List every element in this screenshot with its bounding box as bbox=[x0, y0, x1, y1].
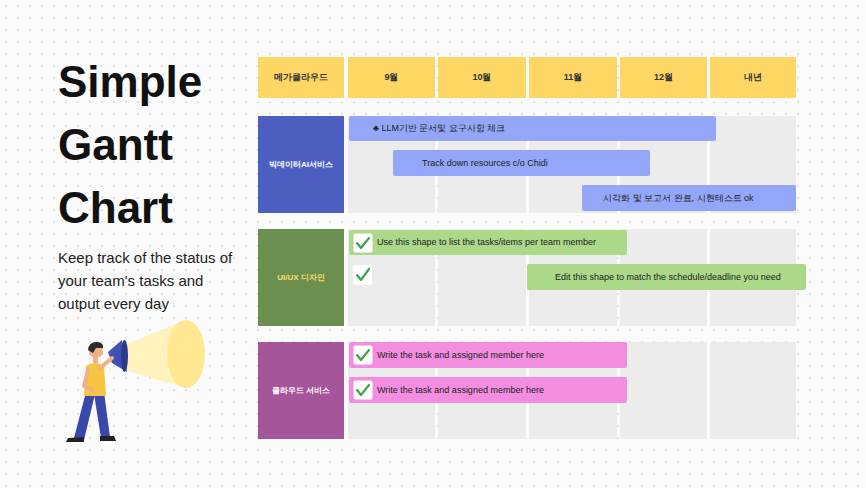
checkbox-icon bbox=[353, 380, 373, 400]
task-bar: Write the task and assigned member here bbox=[349, 377, 627, 403]
light-cone-end bbox=[167, 320, 205, 388]
check-mark bbox=[357, 385, 369, 395]
header-label: 내년 bbox=[744, 71, 762, 84]
month-header: 12월 bbox=[620, 57, 707, 98]
checkbox-icon bbox=[353, 233, 373, 253]
arm bbox=[84, 370, 92, 390]
month-header: 내년 bbox=[710, 57, 796, 98]
team-label: UI/UX 디자인 bbox=[258, 229, 344, 326]
leg bbox=[94, 392, 110, 438]
hair bbox=[88, 342, 103, 353]
task-bar: 시각화 및 보고서 완료, 시현테스트 ok bbox=[582, 185, 796, 211]
check-mark bbox=[357, 350, 369, 360]
task-text: 시각화 및 보고서 완료, 시현테스트 ok bbox=[603, 185, 754, 211]
grid-cell bbox=[620, 342, 707, 439]
megaphone bbox=[108, 340, 127, 372]
task-bar: Track down resources c/o Chidi bbox=[393, 150, 650, 176]
task-text: Write the task and assigned member here bbox=[377, 377, 544, 403]
check-mark bbox=[357, 269, 369, 280]
check-mark bbox=[357, 238, 369, 248]
month-header: 9월 bbox=[348, 57, 435, 98]
checkbox-box bbox=[354, 234, 373, 253]
task-text: Track down resources c/o Chidi bbox=[422, 150, 548, 176]
task-bar: Write the task and assigned member here bbox=[349, 342, 627, 368]
task-text: Edit this shape to match the schedule/de… bbox=[555, 264, 781, 290]
checkbox-icon bbox=[353, 345, 373, 365]
chart-caption: Keep track of the status of your team's … bbox=[58, 246, 240, 315]
shoe bbox=[100, 436, 116, 441]
header-label: 10월 bbox=[472, 71, 491, 84]
task-bar: Use this shape to list the tasks/items p… bbox=[349, 230, 627, 255]
month-header: 10월 bbox=[438, 57, 526, 98]
header-label: 메가클라우드 bbox=[274, 71, 328, 84]
task-bar: Edit this shape to match the schedule/de… bbox=[527, 264, 806, 290]
grid-cells bbox=[348, 116, 796, 439]
megaphone-rim bbox=[121, 340, 128, 372]
checkbox-box bbox=[353, 265, 372, 285]
team-label: 빅데이터AI서비스 bbox=[258, 116, 344, 213]
month-header: 11월 bbox=[529, 57, 617, 98]
shoe bbox=[66, 437, 84, 442]
header-label: 11월 bbox=[564, 71, 583, 84]
megaphone-person-illustration bbox=[66, 320, 205, 442]
grid-cell bbox=[710, 342, 796, 439]
team-name: 클라우드 서비스 bbox=[272, 385, 330, 396]
team-name: 빅데이터AI서비스 bbox=[269, 159, 333, 170]
header-label: 9월 bbox=[384, 71, 398, 84]
checkbox-box bbox=[354, 346, 373, 365]
header-label: 12월 bbox=[654, 71, 673, 84]
chart-title: Simple Gantt Chart bbox=[58, 50, 258, 239]
task-text: ♣ LLM기반 문서및 요구사항 체크 bbox=[373, 116, 505, 141]
task-text: Use this shape to list the tasks/items p… bbox=[377, 230, 596, 255]
checkbox-box bbox=[354, 381, 373, 400]
leg bbox=[74, 392, 95, 440]
team-name: UI/UX 디자인 bbox=[277, 272, 325, 283]
checkbox-icon bbox=[353, 265, 372, 285]
task-text: Write the task and assigned member here bbox=[377, 342, 544, 368]
arm bbox=[100, 358, 112, 368]
team-label: 클라우드 서비스 bbox=[258, 342, 344, 439]
task-bar: ♣ LLM기반 문서및 요구사항 체크 bbox=[349, 116, 716, 141]
month-header: 메가클라우드 bbox=[258, 57, 344, 98]
